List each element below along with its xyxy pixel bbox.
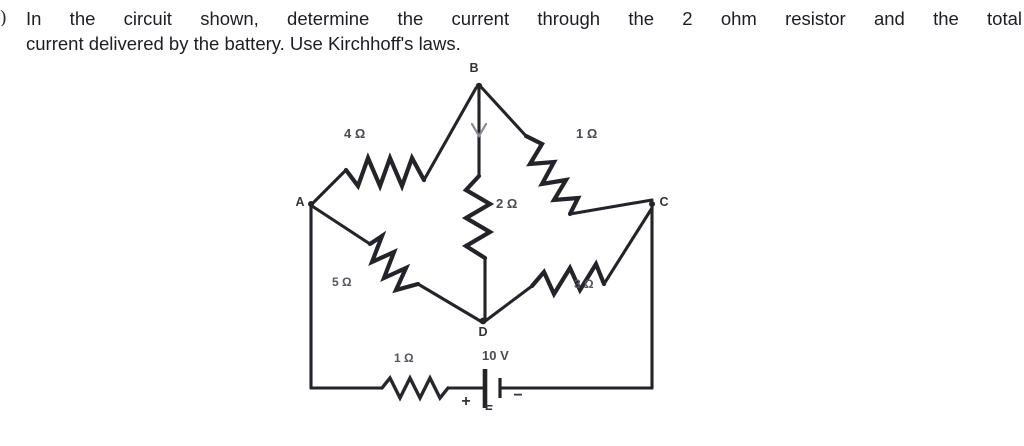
node-label-d: D xyxy=(478,325,487,339)
outer-loop xyxy=(309,202,654,402)
wire-r4-to-b xyxy=(422,86,478,182)
branch-d-c xyxy=(482,206,654,324)
resistor-label-5ohm: 5 Ω xyxy=(332,275,352,289)
junction-dot-c xyxy=(649,201,655,207)
node-label-a: A xyxy=(295,195,304,209)
resistor-label-1ohm-bottom: 1 Ω xyxy=(394,351,414,365)
resistor-2ohm-zigzag xyxy=(461,173,495,261)
branch-a-d xyxy=(310,204,484,324)
resistor-label-4ohm: 4 Ω xyxy=(344,126,365,141)
resistor-1ohm-bottom-zigzag xyxy=(380,374,450,402)
wire-a-to-r4 xyxy=(310,168,348,206)
wire-b-to-r1 xyxy=(480,86,528,138)
resistor-label-2ohm: 2 Ω xyxy=(496,196,517,211)
wire-a-to-r5 xyxy=(310,204,372,246)
resistor-5ohm-zigzag xyxy=(367,230,421,294)
question-statement: In the circuit shown, determine the curr… xyxy=(26,6,1022,56)
wire-r3-to-c xyxy=(602,206,654,286)
resistor-label-3ohm: 3 Ω xyxy=(574,277,594,291)
battery-voltage-label: 10 V xyxy=(482,348,509,363)
arrow-head-down xyxy=(470,122,488,139)
battery-minus-sign: − xyxy=(513,387,522,404)
resistor-1ohm-top-zigzag xyxy=(523,133,582,217)
node-label-b: B xyxy=(469,61,478,75)
junction-dot-d xyxy=(479,317,487,325)
bullet-marker: ) xyxy=(0,10,7,26)
question-line-1: In the circuit shown, determine the curr… xyxy=(26,8,1022,29)
junction-dot-a xyxy=(308,201,314,207)
wire-r1-to-c xyxy=(568,198,654,216)
branch-b-c xyxy=(480,86,654,217)
node-label-c: C xyxy=(659,195,668,209)
junction-dot-b xyxy=(475,82,483,90)
branch-a-b xyxy=(310,86,478,206)
resistor-3ohm-zigzag xyxy=(529,259,607,299)
battery-plus-sign: + xyxy=(461,393,470,410)
resistor-label-1ohm-top: 1 Ω xyxy=(576,126,597,141)
node-label-e: E xyxy=(485,403,493,410)
branch-b-d xyxy=(461,84,495,322)
node-junctions xyxy=(308,82,655,325)
question-line-2: current delivered by the battery. Use Ki… xyxy=(26,33,461,54)
circuit-diagram: B A C D E 4 Ω 1 Ω 2 Ω 5 Ω 3 Ω 1 Ω 10 V +… xyxy=(286,58,682,410)
branch-current-arrow xyxy=(470,122,488,139)
battery-symbol xyxy=(482,369,502,408)
wire-d-to-r3 xyxy=(482,284,534,324)
wire-r5-to-d xyxy=(416,282,484,324)
resistor-4ohm-zigzag xyxy=(343,152,427,192)
